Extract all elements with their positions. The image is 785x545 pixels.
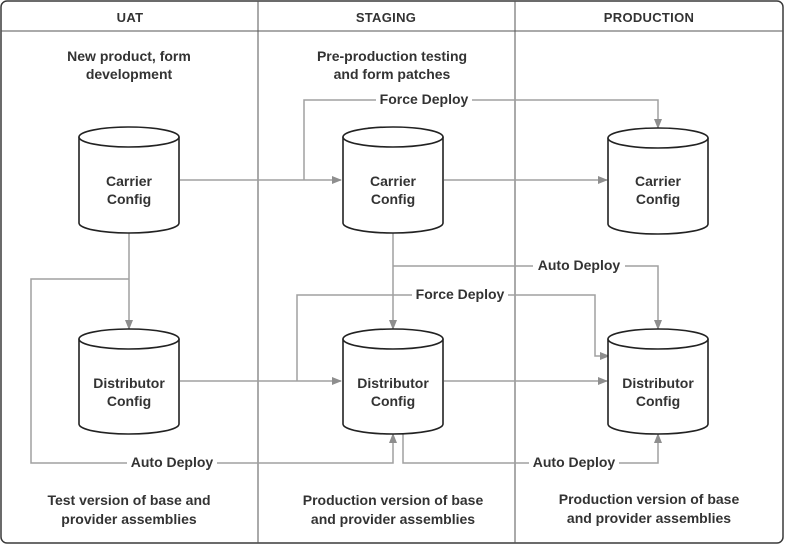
production-carrier-config-node: Carrier Config: [607, 127, 709, 235]
lane-header-production: PRODUCTION: [604, 10, 694, 25]
production-carrier-label-1: Carrier: [635, 173, 681, 189]
edge-label-auto-deploy-bottom-left: Auto Deploy: [131, 454, 214, 470]
staging-carrier-config-node: Carrier Config: [342, 126, 444, 234]
staging-carrier-label-2: Config: [371, 191, 415, 207]
production-distributor-config-node: Distributor Config: [607, 328, 709, 435]
uat-top-desc-2: development: [86, 66, 173, 82]
production-bottom-desc-1: Production version of base: [559, 491, 740, 507]
production-distributor-label-1: Distributor: [622, 375, 694, 391]
edge-label-auto-deploy-bottom-right: Auto Deploy: [533, 454, 616, 470]
edge-label-bg: [376, 91, 472, 109]
staging-carrier-label-1: Carrier: [370, 173, 416, 189]
edge-force-deploy-to-production-carrier: [303, 99, 662, 180]
lane-header-uat: UAT: [117, 10, 144, 25]
edge-label-bg: [533, 257, 625, 275]
production-bottom-desc-2: and provider assemblies: [567, 510, 731, 526]
production-distributor-label-2: Config: [636, 393, 680, 409]
edge-auto-deploy-to-production-distributor: [393, 265, 662, 330]
uat-carrier-label-1: Carrier: [106, 173, 152, 189]
uat-carrier-config-node: Carrier Config: [78, 126, 180, 234]
edge-label-auto-deploy-mid: Auto Deploy: [538, 257, 621, 273]
edge-label-force-deploy-mid: Force Deploy: [416, 286, 505, 302]
uat-distributor-label-2: Config: [107, 393, 151, 409]
lane-header-staging: STAGING: [356, 10, 416, 25]
staging-distributor-label-2: Config: [371, 393, 415, 409]
uat-top-desc-1: New product, form: [67, 48, 191, 64]
uat-distributor-config-node: Distributor Config: [78, 328, 180, 435]
staging-top-desc-2: and form patches: [334, 66, 451, 82]
staging-bottom-desc-2: and provider assemblies: [311, 511, 475, 527]
staging-distributor-label-1: Distributor: [357, 375, 429, 391]
staging-distributor-config-node: Distributor Config: [342, 328, 444, 435]
edge-label-force-deploy-top: Force Deploy: [380, 91, 469, 107]
edge-label-bg: [127, 454, 217, 472]
uat-carrier-label-2: Config: [107, 191, 151, 207]
edge-force-deploy-to-production-distributor: [296, 294, 610, 381]
uat-bottom-desc-2: provider assemblies: [61, 511, 197, 527]
edge-auto-deploy-to-staging-distributor: [30, 278, 397, 464]
uat-bottom-desc-1: Test version of base and: [47, 492, 210, 508]
staging-top-desc-1: Pre-production testing: [317, 48, 467, 64]
production-carrier-label-2: Config: [636, 191, 680, 207]
uat-distributor-label-1: Distributor: [93, 375, 165, 391]
staging-bottom-desc-1: Production version of base: [303, 492, 484, 508]
edge-label-bg: [529, 454, 619, 472]
edge-label-bg: [412, 286, 508, 304]
